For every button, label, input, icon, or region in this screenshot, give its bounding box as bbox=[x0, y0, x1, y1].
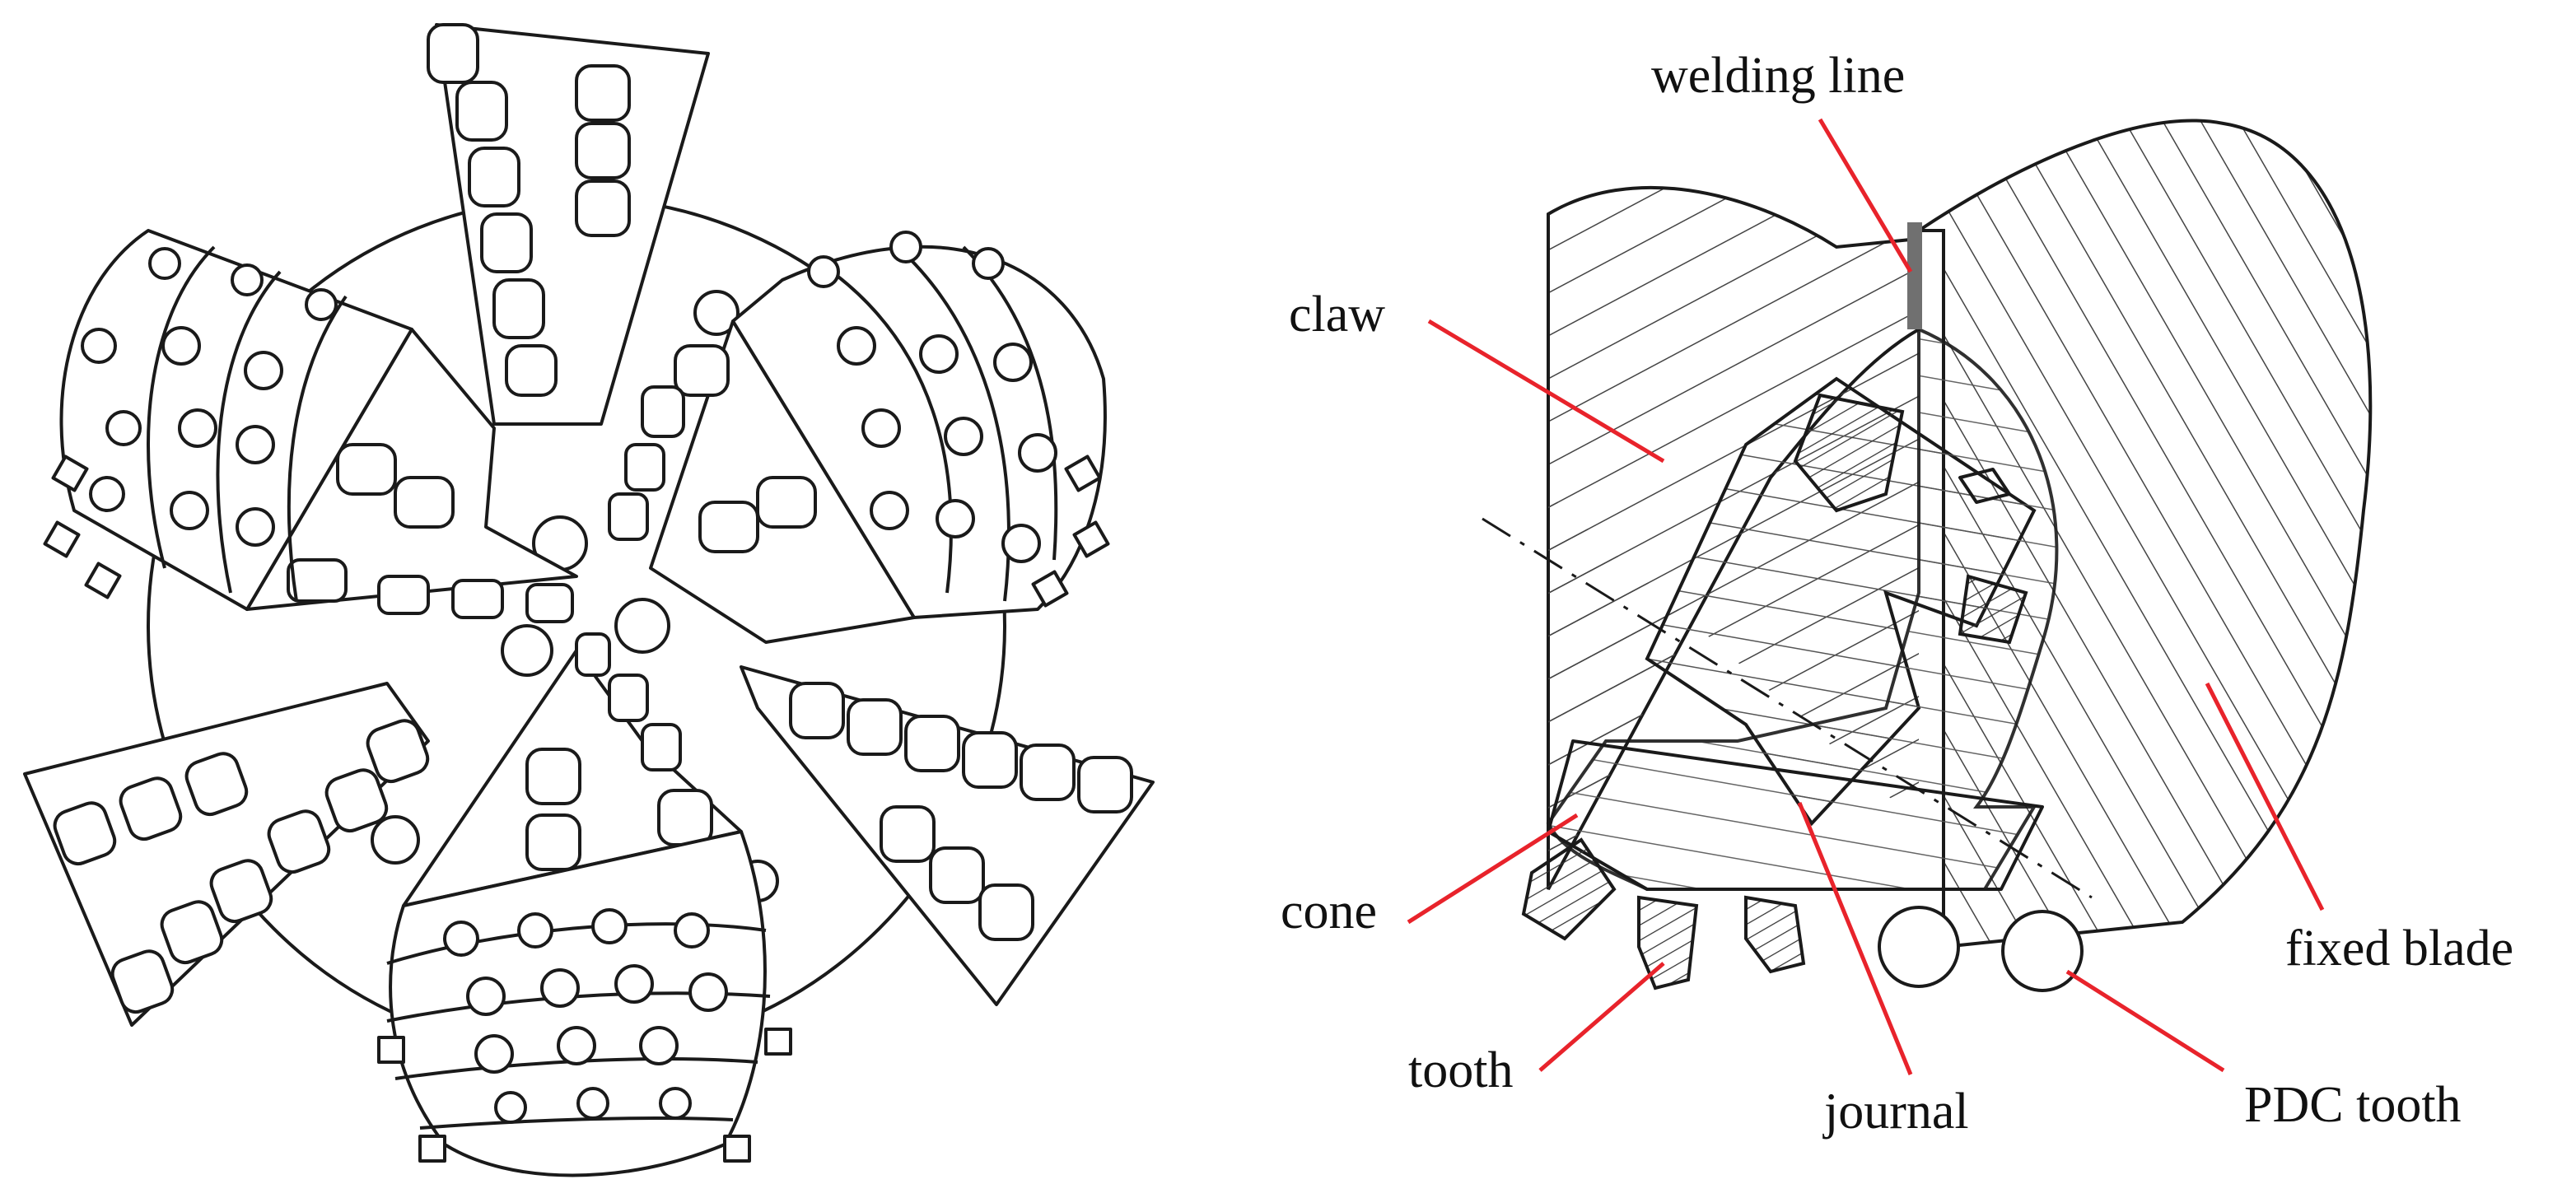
weld-seam bbox=[1907, 222, 1922, 329]
hybrid-bit-cross-section bbox=[1482, 119, 2373, 992]
label-fixed-blade: fixed blade bbox=[2285, 921, 2513, 977]
leader-fixed-blade bbox=[2205, 682, 2325, 911]
leader-claw bbox=[1427, 319, 1665, 464]
label-journal: journal bbox=[1822, 1084, 1969, 1140]
pdc-cutters bbox=[53, 23, 1133, 1014]
labels: welding line claw cone tooth journal PDC… bbox=[1281, 48, 2513, 1140]
leader-lines bbox=[1407, 118, 2325, 1075]
cone-left bbox=[59, 229, 413, 611]
pdc-cutter-section-2 bbox=[2001, 910, 2084, 992]
leader-welding-line bbox=[1818, 118, 1913, 273]
label-cone: cone bbox=[1281, 883, 1377, 939]
cone-teeth-section bbox=[1521, 393, 2028, 991]
leader-journal bbox=[1797, 802, 1913, 1075]
label-tooth: tooth bbox=[1408, 1042, 1513, 1098]
label-claw: claw bbox=[1289, 287, 1385, 343]
fixed-blade-left bbox=[23, 682, 430, 1027]
leader-pdc-tooth bbox=[2065, 969, 2225, 1073]
hybrid-bit-bottom-view bbox=[23, 23, 1155, 1177]
gauge-teeth bbox=[43, 454, 1110, 1163]
label-welding-line: welding line bbox=[1651, 48, 1905, 104]
cone-inserts bbox=[81, 231, 1057, 1124]
leader-tooth bbox=[1538, 962, 1665, 1072]
pdc-cutter-section-1 bbox=[1878, 906, 1960, 988]
leader-cone bbox=[1407, 813, 1579, 925]
fixed-blade-section bbox=[1913, 119, 2373, 949]
label-pdc-tooth: PDC tooth bbox=[2244, 1077, 2462, 1133]
